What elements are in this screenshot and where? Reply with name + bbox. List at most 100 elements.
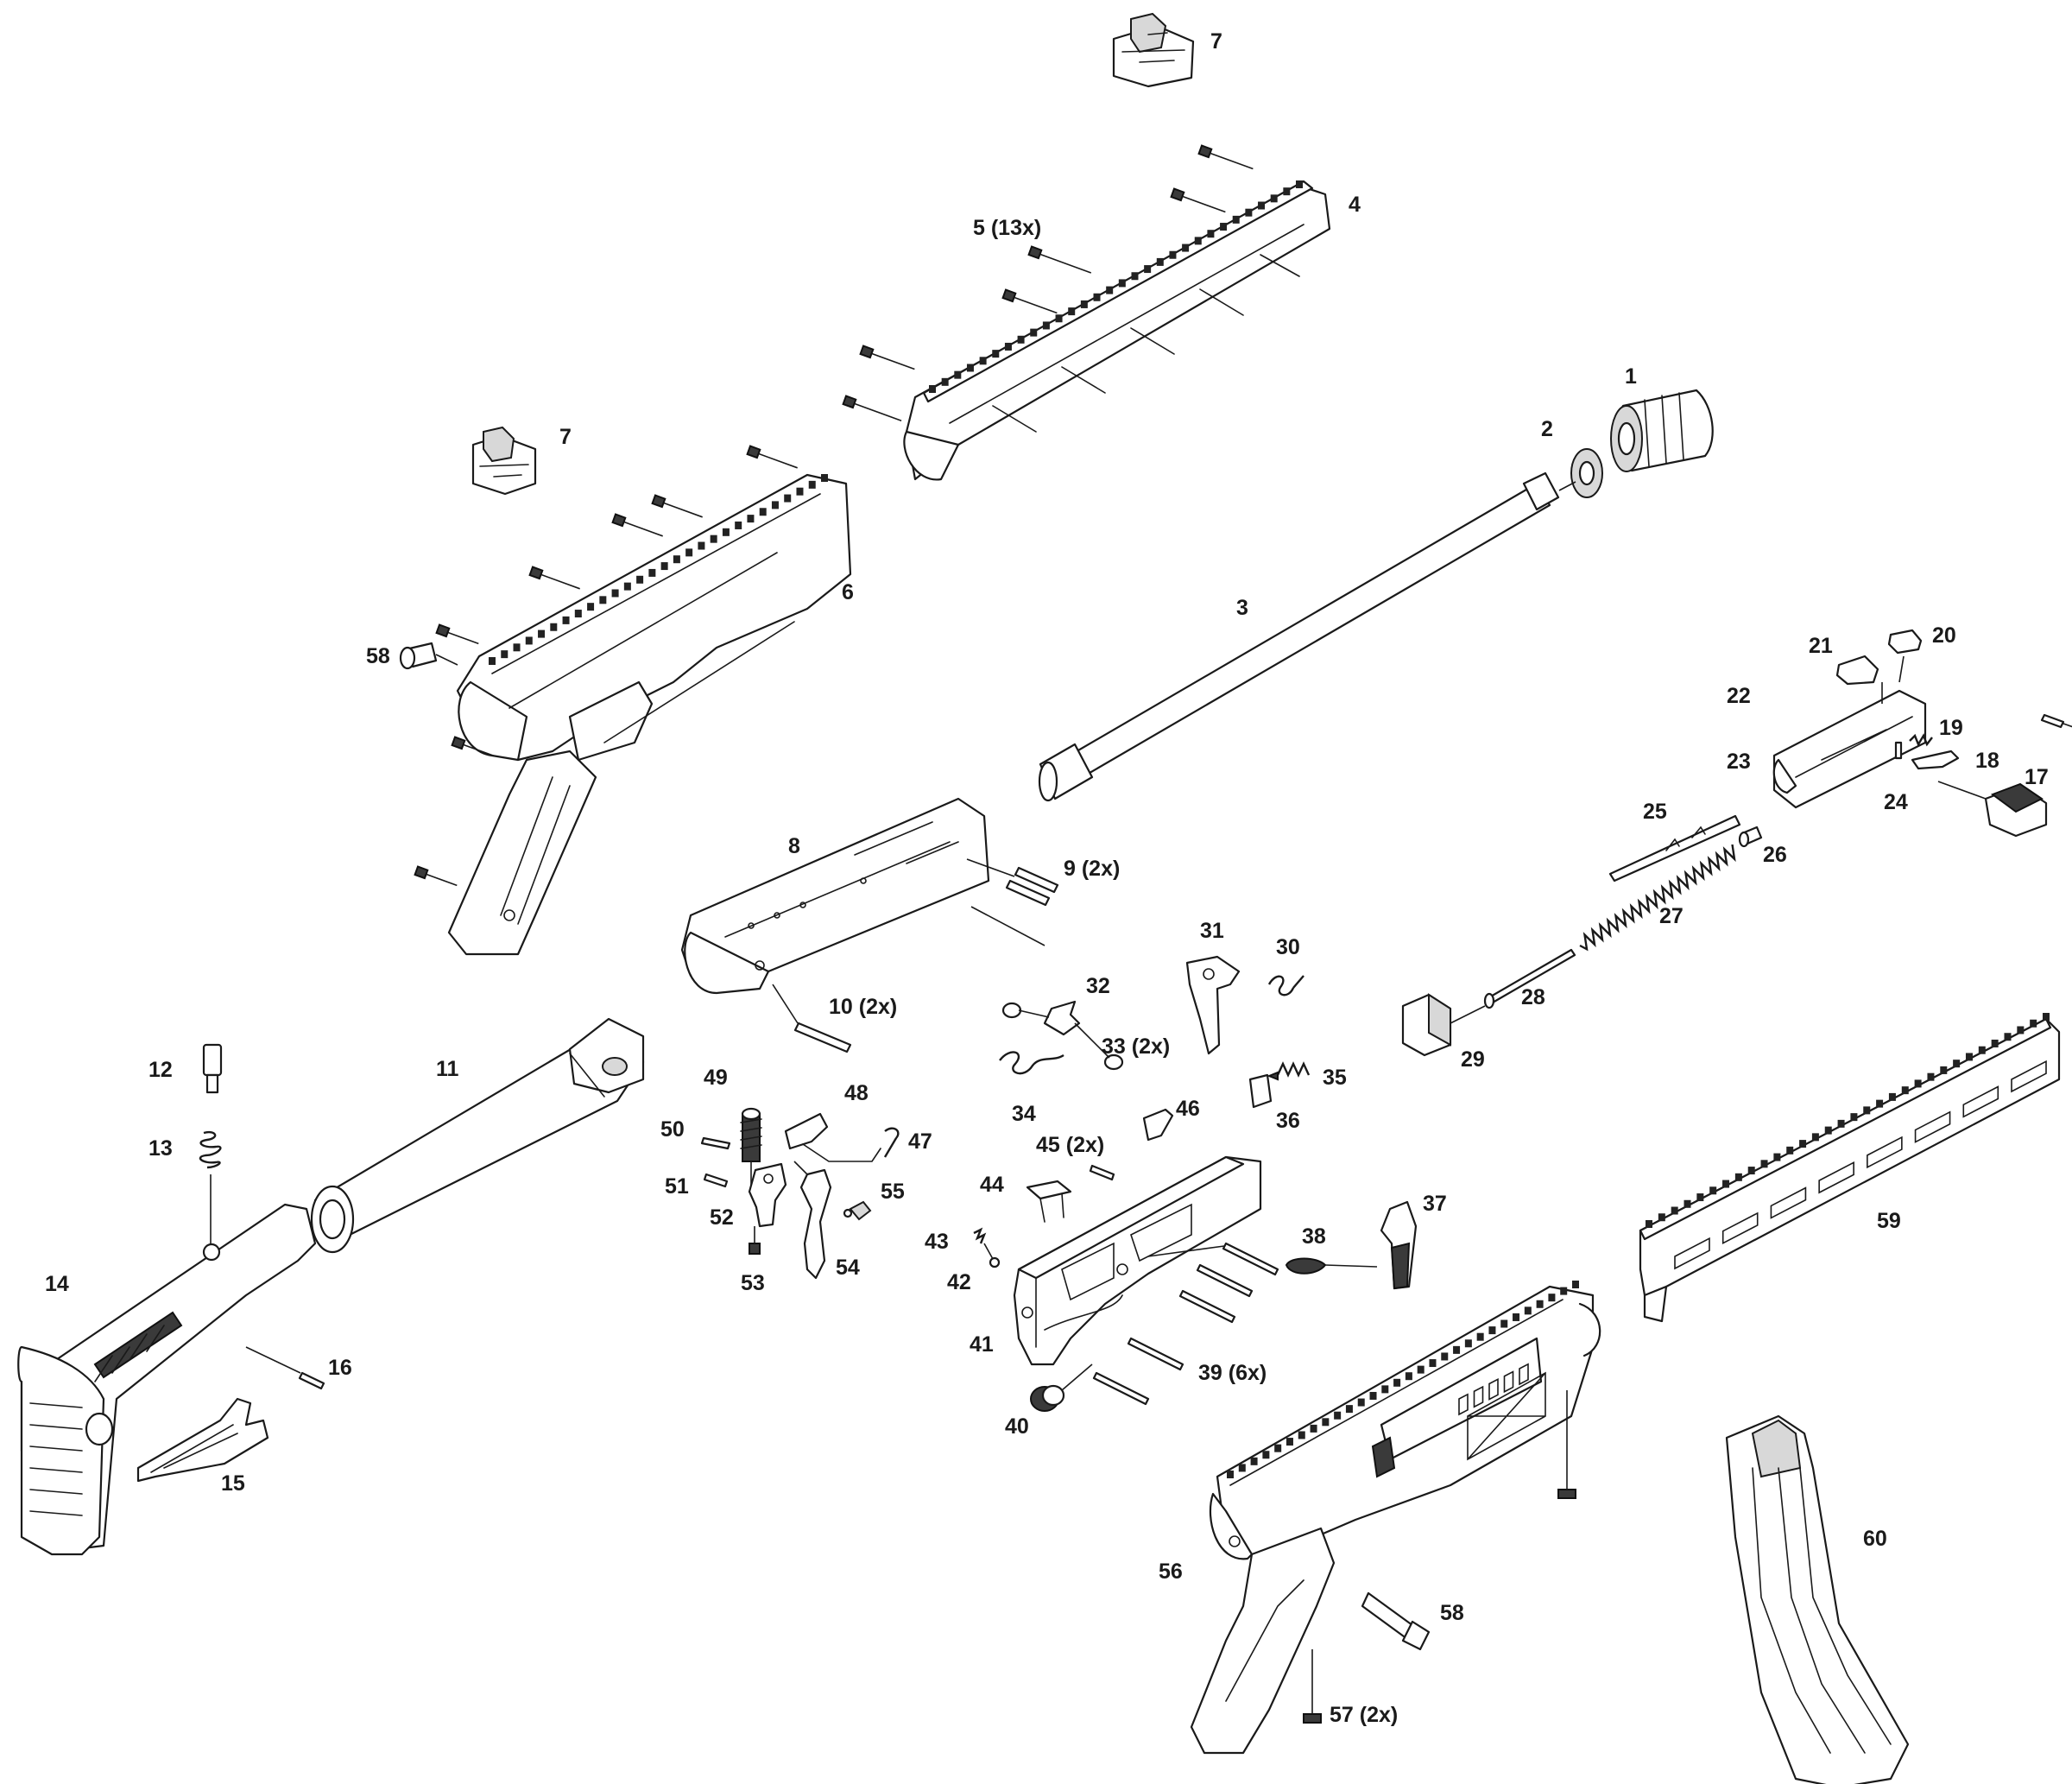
rail-tooth — [1991, 1039, 1999, 1047]
rail-tooth — [1417, 1365, 1424, 1374]
callout-6: 6 — [842, 580, 854, 604]
rail-tooth — [1734, 1173, 1742, 1181]
callout-28: 28 — [1521, 985, 1545, 1009]
rail-tooth — [821, 474, 828, 482]
part-5-screws — [842, 144, 1254, 421]
callout-50: 50 — [660, 1117, 685, 1142]
rail-tooth — [941, 377, 949, 386]
part-35-spring — [1267, 1061, 1311, 1081]
part-11-buffer-tube — [310, 1017, 645, 1254]
rail-tooth — [1773, 1153, 1781, 1161]
callout-53: 53 — [741, 1271, 765, 1295]
rail-tooth — [1131, 272, 1139, 281]
rail-tooth — [1169, 250, 1177, 259]
rail-tooth — [1709, 1186, 1717, 1195]
rail-tooth — [1232, 215, 1240, 224]
part-58-screw-upper — [399, 642, 458, 670]
callout-14: 14 — [45, 1272, 69, 1296]
handguard-slot — [1674, 1237, 1710, 1270]
part-14-stock — [17, 1203, 317, 1556]
part-38-spring — [1285, 1257, 1378, 1275]
callout-10: 10 (2x) — [829, 995, 897, 1019]
part-18-extractor — [1911, 750, 1960, 770]
receiver-slot — [1473, 1385, 1484, 1408]
rail-tooth — [1500, 1319, 1508, 1328]
rail-tooth — [1182, 244, 1190, 252]
rail-tooth — [489, 657, 496, 665]
part-39-pins — [1092, 1242, 1279, 1406]
callout-32: 32 — [1086, 974, 1110, 998]
rail-tooth — [2030, 1019, 2037, 1028]
part-60-magazine — [1725, 1414, 1910, 1784]
part-30-spring — [1267, 975, 1304, 996]
rail-tooth — [1476, 1332, 1484, 1341]
rail-tooth — [513, 643, 521, 652]
rail-tooth — [1118, 279, 1126, 288]
rail-tooth — [2043, 1013, 2050, 1021]
rail-tooth — [1274, 1444, 1282, 1452]
part-21-cap — [1835, 655, 1879, 686]
handguard-slot — [1770, 1186, 1807, 1219]
callout-5: 5 (13x) — [973, 216, 1041, 240]
part-3-barrel — [1038, 471, 1576, 802]
rail-tooth — [1381, 1385, 1389, 1394]
rail-tooth — [966, 364, 974, 372]
rail-tooth — [954, 370, 962, 379]
callout-labels: 1 2 3 4 5 (13x) 6 7 7 8 9 (2x) 10 (2x) 1… — [45, 29, 2049, 1727]
callout-29: 29 — [1461, 1047, 1485, 1072]
rail-tooth — [1369, 1391, 1377, 1400]
callout-9: 9 (2x) — [1064, 857, 1120, 881]
rail-tooth — [1283, 187, 1291, 196]
handguard-slot — [1867, 1136, 1903, 1169]
rail-tooth — [1055, 314, 1063, 323]
receiver-slot — [1458, 1393, 1469, 1416]
part-36-plate — [1248, 1073, 1273, 1109]
rail-tooth — [538, 629, 546, 638]
handguard-slot — [1721, 1211, 1759, 1245]
rail-tooth — [784, 494, 792, 503]
rail-tooth — [1286, 1438, 1293, 1446]
callout-30: 30 — [1276, 935, 1300, 959]
callout-49: 49 — [704, 1066, 728, 1090]
receiver-slot — [1503, 1370, 1514, 1394]
part-2-washer — [1570, 448, 1603, 498]
rail-tooth — [1156, 257, 1164, 266]
rail-tooth — [1322, 1418, 1330, 1427]
rail-tooth — [1548, 1294, 1556, 1302]
callout-38: 38 — [1302, 1224, 1326, 1249]
rail-tooth — [1250, 1457, 1258, 1465]
rail-tooth — [1863, 1106, 1871, 1115]
part-45-pins — [1089, 1164, 1115, 1181]
part-59-rail-teeth — [1646, 1013, 2050, 1228]
rail-tooth — [685, 548, 693, 557]
part-40-knob — [1030, 1363, 1093, 1412]
part-19-spring — [1909, 733, 1933, 747]
rail-tooth — [1017, 335, 1025, 344]
rail-tooth — [2017, 1026, 2025, 1034]
rail-tooth — [1876, 1099, 1884, 1108]
rail-tooth — [1106, 286, 1114, 294]
part-56-right-receiver-half — [1190, 1281, 1601, 1755]
rail-tooth — [1786, 1146, 1794, 1155]
rail-tooth — [1207, 230, 1215, 238]
callout-46: 46 — [1176, 1097, 1200, 1121]
callout-60: 60 — [1863, 1527, 1887, 1551]
rail-tooth — [710, 535, 717, 543]
rail-tooth — [1811, 1133, 1819, 1142]
rail-tooth — [1760, 1160, 1768, 1168]
receiver-slot — [1519, 1363, 1529, 1386]
callout-42: 42 — [947, 1270, 971, 1294]
rail-tooth — [1940, 1066, 1948, 1074]
part-43-spring — [973, 1227, 987, 1244]
part-32-sear — [1001, 1000, 1081, 1036]
rail-tooth — [1334, 1411, 1342, 1420]
rail-tooth — [747, 515, 755, 523]
callout-16: 16 — [328, 1356, 352, 1380]
callout-59: 59 — [1877, 1209, 1901, 1233]
part-59-handguard — [1639, 1013, 2061, 1323]
rail-tooth — [2004, 1033, 2012, 1041]
rail-tooth — [648, 568, 656, 577]
part-50-pin — [700, 1136, 731, 1150]
rail-tooth — [599, 596, 607, 604]
rail-tooth — [636, 575, 644, 584]
